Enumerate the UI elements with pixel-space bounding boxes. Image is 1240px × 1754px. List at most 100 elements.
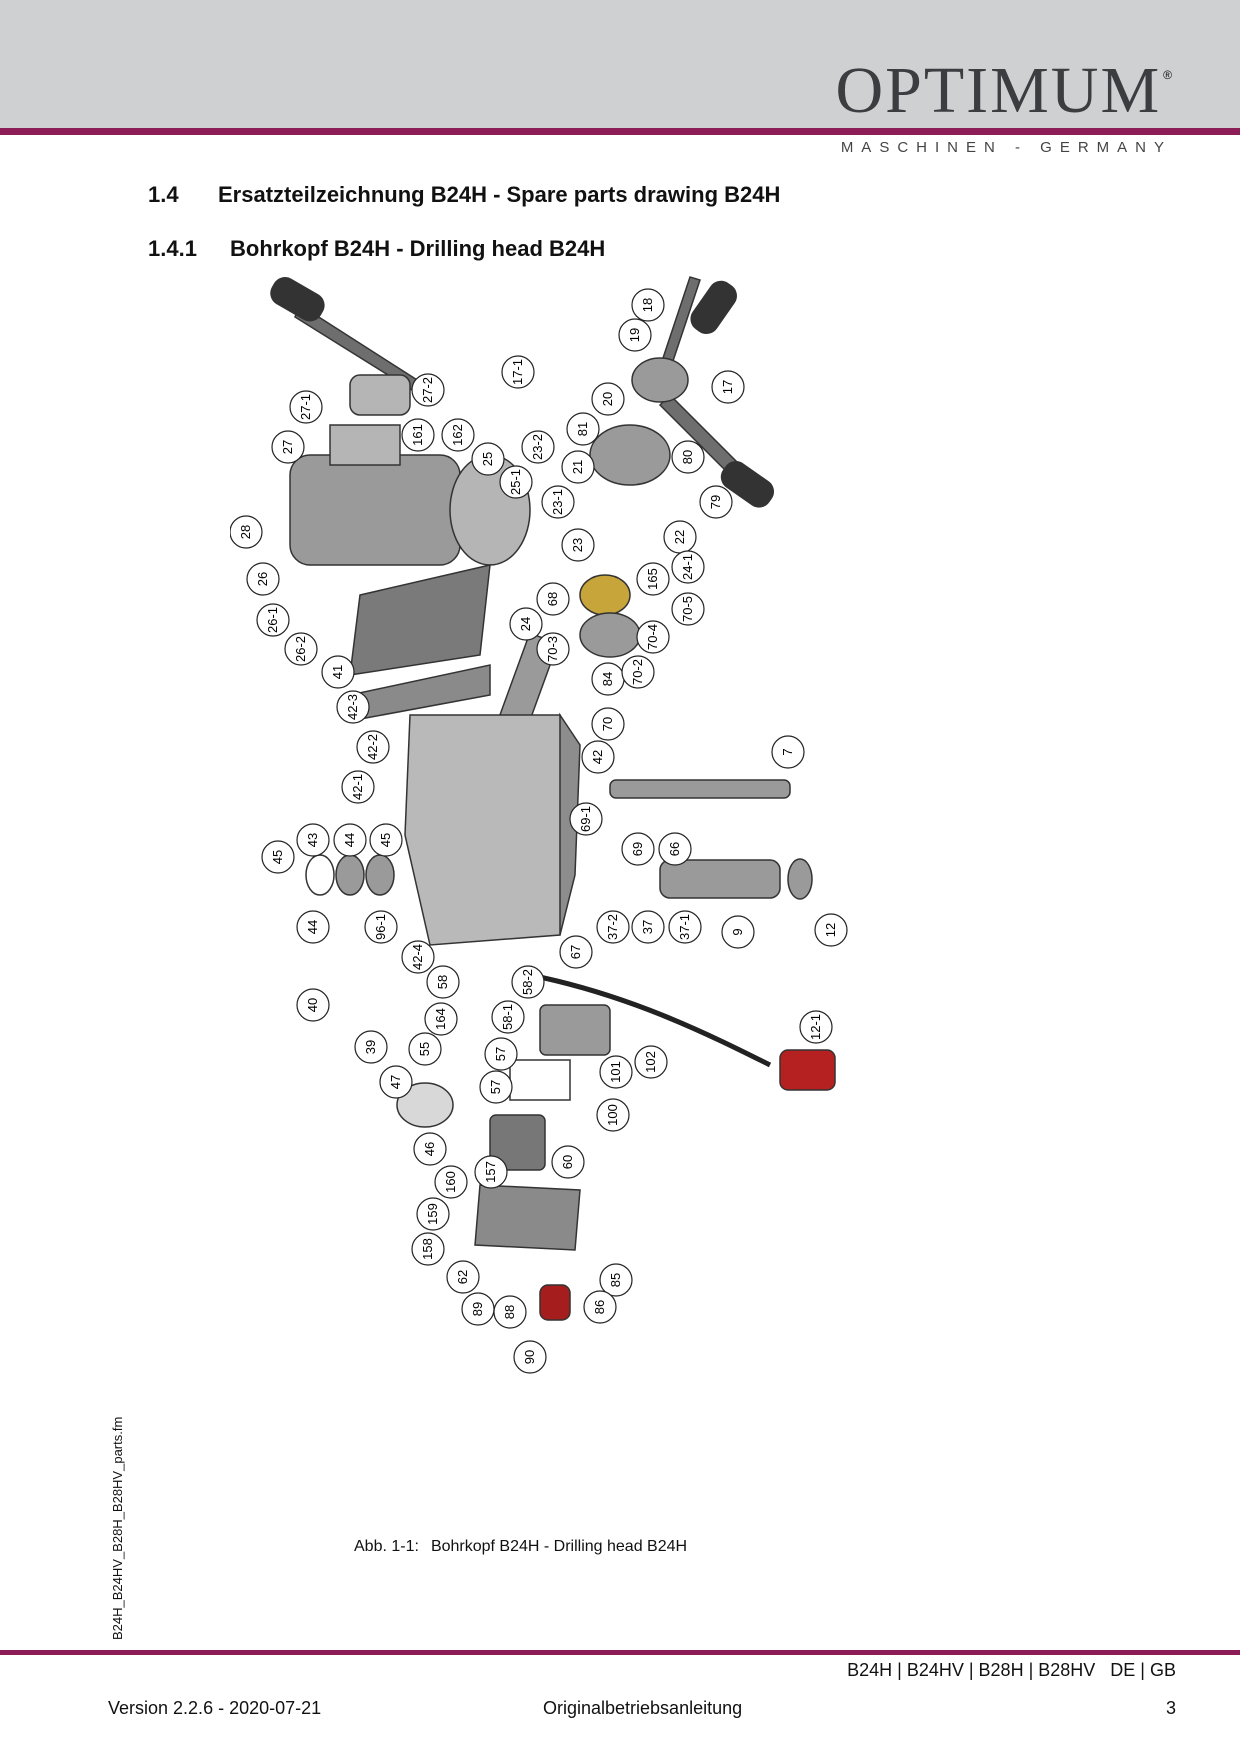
- footer-document-title: Originalbetriebsanleitung: [543, 1698, 743, 1718]
- part-number-label: 27-1: [298, 394, 313, 420]
- part-number-label: 26-1: [265, 607, 280, 633]
- part-callout-circle: [230, 515, 263, 549]
- part-number-label: 17-1: [510, 359, 525, 385]
- section-number: 1.4: [148, 182, 179, 207]
- part-number-label: 45: [270, 850, 285, 864]
- part-callout-circle: [631, 910, 665, 944]
- part-number-label: 62: [455, 1270, 470, 1284]
- part-callout-circle: [474, 1155, 508, 1189]
- part-callout-circle: [799, 1010, 833, 1044]
- part-callout-circle: [401, 418, 435, 452]
- file-name-sidebar: B24H_B24HV_B28H_B28HV_parts.fm: [110, 1416, 125, 1640]
- part-number-label: 44: [342, 833, 357, 847]
- part-number-label: 43: [305, 833, 320, 847]
- part-number-label: 28: [238, 525, 253, 539]
- part-callout-circle: [296, 823, 330, 857]
- part-callout-circle: [591, 382, 625, 416]
- part-number-label: 79: [708, 495, 723, 509]
- part-callout-circle: [501, 355, 535, 389]
- part-callout-circle: [356, 730, 390, 764]
- part-number-label: 45: [378, 833, 393, 847]
- part-number-label: 70: [600, 717, 615, 731]
- part-callout-circle: [424, 1002, 458, 1036]
- part-number-label: 41: [330, 665, 345, 679]
- part-number-label: 160: [443, 1171, 458, 1193]
- part-number-label: 85: [608, 1273, 623, 1287]
- part-callout-circle: [354, 1030, 388, 1064]
- part-callout-circle: [596, 910, 630, 944]
- part-number-label: 100: [605, 1104, 620, 1126]
- footer-accent-line: [0, 1650, 1240, 1655]
- part-callout-circle: [636, 562, 670, 596]
- part-number-label: 80: [680, 450, 695, 464]
- part-number-label: 19: [627, 328, 642, 342]
- part-callout-circle: [411, 373, 445, 407]
- part-number-label: 68: [545, 592, 560, 606]
- part-callout-circle: [561, 450, 595, 484]
- part-callout-circle: [671, 440, 705, 474]
- part-number-label: 81: [575, 422, 590, 436]
- part-number-label: 55: [417, 1042, 432, 1056]
- part-number-label: 7: [780, 748, 795, 755]
- part-number-label: 102: [643, 1051, 658, 1073]
- part-callout-circle: [671, 550, 705, 584]
- header-accent-line: [0, 128, 1240, 135]
- part-number-label: 17: [720, 380, 735, 394]
- logo-tagline: MASCHINEN - GERMANY: [840, 139, 1172, 156]
- part-callout-circle: [284, 632, 318, 666]
- part-number-label: 27: [280, 440, 295, 454]
- part-callout-circle: [321, 655, 355, 689]
- part-number-label: 70-5: [680, 596, 695, 622]
- part-number-label: 26: [255, 572, 270, 586]
- part-callout-circle: [336, 690, 370, 724]
- part-callout-circle: [333, 823, 367, 857]
- footer-model-list: B24H | B24HV | B28H | B28HV DE | GB: [847, 1660, 1176, 1681]
- part-number-label: 42-1: [350, 774, 365, 800]
- part-callout-circle: [521, 430, 555, 464]
- part-number-label: 158: [420, 1238, 435, 1260]
- part-number-label: 42: [590, 750, 605, 764]
- part-callout-circle: [379, 1065, 413, 1099]
- part-number-label: 89: [470, 1302, 485, 1316]
- part-callout-circle: [416, 1197, 450, 1231]
- part-callout-circle: [621, 655, 655, 689]
- part-number-label: 39: [363, 1040, 378, 1054]
- part-number-label: 40: [305, 998, 320, 1012]
- part-callout-circle: [484, 1037, 518, 1071]
- part-number-label: 57: [493, 1047, 508, 1061]
- machine-parts: [270, 276, 836, 1321]
- part-number-label: 20: [600, 392, 615, 406]
- part-number-label: 25-1: [508, 469, 523, 495]
- part-callout-circle: [256, 603, 290, 637]
- part-number-label: 47: [388, 1075, 403, 1089]
- part-number-label: 12-1: [808, 1014, 823, 1040]
- part-callout-circle: [591, 707, 625, 741]
- part-number-label: 157: [483, 1161, 498, 1183]
- part-callout-circle: [401, 940, 435, 974]
- part-number-label: 162: [450, 424, 465, 446]
- part-number-label: 37: [640, 920, 655, 934]
- part-number-label: 18: [640, 298, 655, 312]
- part-number-label: 12: [823, 923, 838, 937]
- part-callout-circle: [479, 1070, 513, 1104]
- part-callout-circle: [569, 802, 603, 836]
- part-number-label: 58: [435, 975, 450, 989]
- part-callout-circle: [636, 620, 670, 654]
- optimum-logo: OPTIMUM®: [835, 58, 1172, 124]
- footer-version: Version 2.2.6 - 2020-07-21: [108, 1698, 322, 1718]
- part-callout-circle: [671, 592, 705, 626]
- part-number-label: 84: [600, 672, 615, 686]
- part-callout-circle: [364, 910, 398, 944]
- section-title: Ersatzteilzeichnung B24H - Spare parts d…: [218, 182, 781, 207]
- part-callout-circle: [561, 528, 595, 562]
- part-number-label: 24: [518, 617, 533, 631]
- part-number-label: 21: [570, 460, 585, 474]
- part-callout-circle: [296, 910, 330, 944]
- part-callout-circle: [621, 832, 655, 866]
- part-number-label: 70-4: [645, 624, 660, 650]
- part-number-label: 42-2: [365, 734, 380, 760]
- part-number-label: 42-4: [410, 944, 425, 970]
- part-callout-circle: [509, 607, 543, 641]
